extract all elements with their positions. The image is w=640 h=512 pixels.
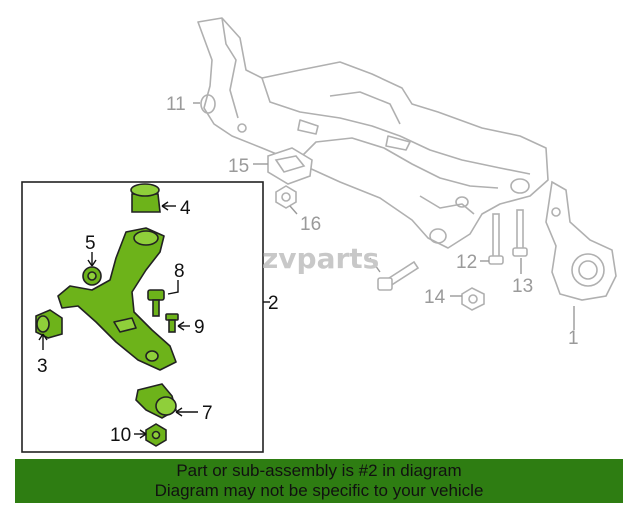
ball-joint-7-drawing: [135, 383, 177, 419]
lower-control-arm-drawing: [57, 227, 177, 371]
long-bolt-drawing: [377, 260, 420, 291]
callout-8: 8: [174, 261, 185, 282]
callout-3: 3: [37, 356, 48, 377]
nut-16-drawing: [275, 185, 297, 209]
bracket-15-drawing: [267, 147, 313, 185]
info-banner: Part or sub-assembly is #2 in diagram Di…: [15, 459, 623, 503]
parts-diagram: zvparts 1 2 3 4 5 7 8 9 10 11 12 13 14 1…: [21, 17, 617, 453]
callout-10: 10: [110, 425, 131, 446]
bushing-5-drawing: [82, 266, 102, 286]
callout-16: 16: [300, 214, 321, 235]
nut-10-drawing: [145, 423, 167, 447]
bushing-4-drawing: [130, 183, 161, 213]
knuckle-1-drawing: [545, 180, 617, 301]
callout-7: 7: [202, 403, 213, 424]
leader-lines-gray: [193, 102, 575, 330]
callout-1: 1: [568, 328, 579, 349]
leader-lines: [38, 201, 270, 439]
bolt-9-drawing: [165, 313, 179, 333]
callout-9: 9: [194, 317, 205, 338]
bushing-3-drawing: [35, 309, 63, 339]
callout-14: 14: [424, 287, 446, 308]
callout-4: 4: [180, 198, 191, 219]
subframe-drawing: [197, 17, 549, 249]
bolt-8-drawing: [147, 289, 165, 317]
callout-11: 11: [166, 94, 186, 115]
watermark-text: zvparts: [262, 242, 379, 275]
callout-5: 5: [85, 233, 96, 254]
callout-15: 15: [228, 156, 249, 177]
subassembly-box: [21, 181, 264, 453]
callout-13: 13: [512, 276, 533, 297]
callout-12: 12: [456, 252, 477, 273]
nut-14-drawing: [461, 287, 485, 311]
banner-line-part: Part or sub-assembly is #2 in diagram: [176, 461, 462, 480]
bolt-12-drawing: [488, 213, 504, 265]
banner-line-disclaimer: Diagram may not be specific to your vehi…: [154, 481, 484, 500]
bolt-13-drawing: [512, 209, 528, 257]
callout-2: 2: [268, 293, 279, 314]
